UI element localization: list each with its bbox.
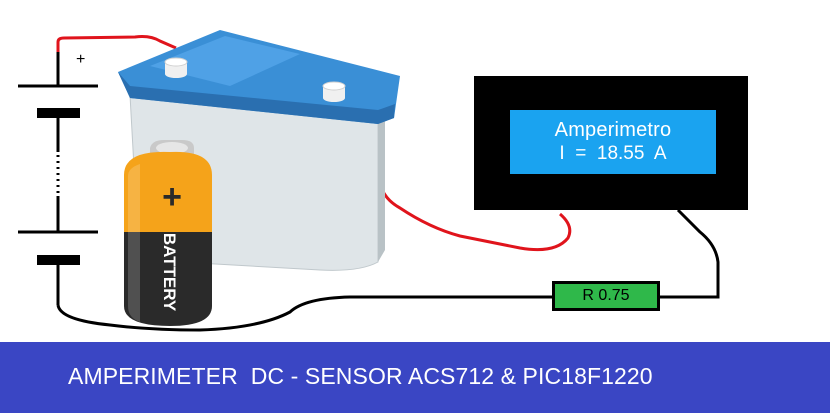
positive-wire bbox=[56, 35, 177, 52]
car-battery-terminal-negative bbox=[322, 81, 346, 102]
cell-short-plate bbox=[37, 255, 80, 265]
lcd-screen: Amperimetro I = 18.55 A bbox=[510, 110, 716, 174]
title-banner: AMPERIMETER DC - SENSOR ACS712 & PIC18F1… bbox=[0, 342, 830, 413]
banner-title: AMPERIMETER DC - SENSOR ACS712 & PIC18F1… bbox=[68, 363, 653, 389]
negative-wire bbox=[56, 295, 552, 332]
battery-schematic-symbol: + bbox=[18, 51, 98, 305]
car-battery-terminal-positive bbox=[164, 57, 188, 78]
ammeter-display: Amperimetro I = 18.55 A bbox=[474, 76, 748, 210]
cell-battery-nub-top bbox=[156, 142, 188, 154]
cell-battery: + BATTERY bbox=[124, 140, 212, 326]
positive-terminal-label: + bbox=[76, 51, 85, 68]
cell-battery-plus-sign: + bbox=[162, 178, 182, 216]
shunt-resistor: R 0.75 bbox=[552, 281, 660, 311]
lcd-current-reading: I = 18.55 A bbox=[559, 143, 667, 164]
resistor-to-display-wire bbox=[660, 208, 720, 299]
car-battery-lid-panel bbox=[150, 36, 300, 86]
cell-short-plate bbox=[37, 108, 80, 118]
cell-battery-highlight bbox=[128, 164, 140, 322]
cell-battery-label: BATTERY bbox=[160, 233, 179, 312]
car-battery-lid-edge bbox=[118, 72, 395, 124]
cell-battery-body bbox=[124, 232, 212, 326]
positive-wire-to-display bbox=[376, 138, 572, 252]
lcd-title: Amperimetro bbox=[554, 119, 672, 141]
cell-battery-top bbox=[124, 151, 212, 232]
car-battery-case-side bbox=[378, 115, 385, 262]
